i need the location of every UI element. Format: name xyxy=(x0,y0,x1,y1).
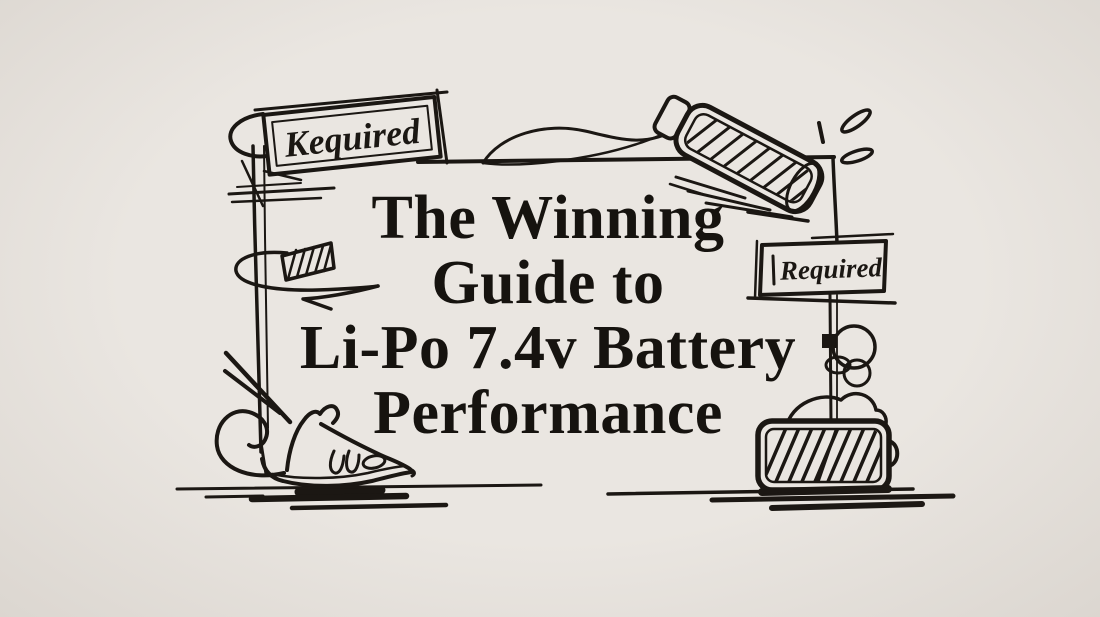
required-sign-top-left: Kequired xyxy=(228,88,449,182)
stick-lines xyxy=(223,350,293,425)
pole-hatch-marks xyxy=(227,159,336,208)
sign-inner-border xyxy=(271,104,433,167)
ground-shadow-right xyxy=(606,485,956,511)
battery-pack-hatching xyxy=(767,430,880,481)
sign-board-right xyxy=(758,239,888,297)
ground-shadow-left xyxy=(175,483,543,511)
battery-shadow-scribbles xyxy=(668,175,810,223)
sign-board xyxy=(261,94,443,177)
running-shoe-icon xyxy=(214,404,416,488)
title-line-1: The Winning xyxy=(371,184,725,252)
main-title: The Winning Guide to Li-Po 7.4v Battery … xyxy=(300,186,796,446)
title-line-2: Guide to xyxy=(431,249,665,317)
title-line-4: Performance xyxy=(373,379,723,447)
mound-doodle xyxy=(784,391,888,430)
sign-text-tick xyxy=(771,254,776,286)
battery-end-cap xyxy=(785,161,821,213)
sign-label-right: Required xyxy=(778,252,882,286)
spark-marks-icon xyxy=(817,108,875,165)
tilted-battery-icon xyxy=(652,94,825,215)
battery-pack-icon xyxy=(755,418,900,493)
required-signpost: Required xyxy=(746,232,897,430)
battery-body xyxy=(673,102,825,215)
hatched-flag-icon xyxy=(234,241,380,311)
sign-swoosh xyxy=(228,112,269,159)
battery-hatching xyxy=(683,119,814,203)
shoe-heel-loop xyxy=(214,409,286,478)
battery-terminal-nub xyxy=(887,439,900,468)
title-line-3: Li-Po 7.4v Battery xyxy=(299,314,797,382)
shoe-laces xyxy=(328,449,387,475)
shoe-collar xyxy=(285,404,341,472)
loop-doodle xyxy=(824,324,877,388)
